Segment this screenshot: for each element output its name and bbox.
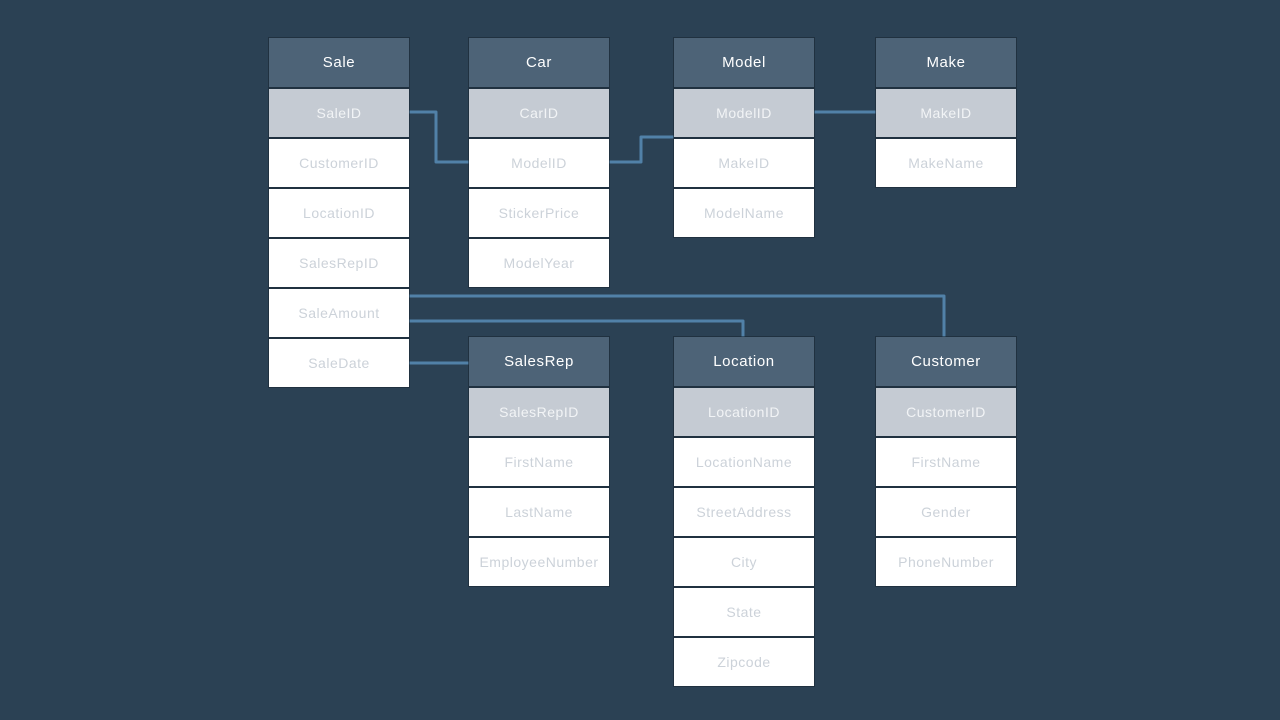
table-location-field-city[interactable]: City [674, 538, 814, 586]
table-sale-field-salesrepid[interactable]: SalesRepID [269, 239, 409, 287]
table-model-field-makeid[interactable]: MakeID [674, 139, 814, 187]
table-make-field-makeid[interactable]: MakeID [876, 89, 1016, 137]
table-customer-field-customerid[interactable]: CustomerID [876, 388, 1016, 436]
table-car-field-modelid[interactable]: ModelID [469, 139, 609, 187]
table-sale-field-customerid[interactable]: CustomerID [269, 139, 409, 187]
table-sale-header[interactable]: Sale [269, 38, 409, 87]
connection-car-modelid-to-model-modelid [609, 135, 674, 164]
table-sale-field-saledate[interactable]: SaleDate [269, 339, 409, 387]
table-salesrep-field-salesrepid[interactable]: SalesRepID [469, 388, 609, 436]
connection-sale-to-customer [409, 294, 946, 341]
table-customer-header[interactable]: Customer [876, 337, 1016, 386]
table-location-field-zipcode[interactable]: Zipcode [674, 638, 814, 686]
table-car-header[interactable]: Car [469, 38, 609, 87]
table-salesrep-field-firstname[interactable]: FirstName [469, 438, 609, 486]
table-car-field-carid[interactable]: CarID [469, 89, 609, 137]
table-customer-field-firstname[interactable]: FirstName [876, 438, 1016, 486]
table-location-field-locationid[interactable]: LocationID [674, 388, 814, 436]
table-salesrep-header[interactable]: SalesRep [469, 337, 609, 386]
table-model-header[interactable]: Model [674, 38, 814, 87]
table-customer-field-phonenumber[interactable]: PhoneNumber [876, 538, 1016, 586]
connection-sale-saleid-to-car-modelid [409, 110, 469, 164]
table-model-field-modelid[interactable]: ModelID [674, 89, 814, 137]
table-sale-field-saleid[interactable]: SaleID [269, 89, 409, 137]
table-location-field-locationname[interactable]: LocationName [674, 438, 814, 486]
table-location-header[interactable]: Location [674, 337, 814, 386]
table-location-field-state[interactable]: State [674, 588, 814, 636]
table-car-field-stickerprice[interactable]: StickerPrice [469, 189, 609, 237]
table-make-header[interactable]: Make [876, 38, 1016, 87]
table-car-field-modelyear[interactable]: ModelYear [469, 239, 609, 287]
table-salesrep-field-lastname[interactable]: LastName [469, 488, 609, 536]
table-model-field-modelname[interactable]: ModelName [674, 189, 814, 237]
table-salesrep-field-employeenumber[interactable]: EmployeeNumber [469, 538, 609, 586]
table-sale-field-locationid[interactable]: LocationID [269, 189, 409, 237]
connection-sale-to-location [409, 319, 745, 341]
table-make-field-makename[interactable]: MakeName [876, 139, 1016, 187]
table-location-field-streetaddress[interactable]: StreetAddress [674, 488, 814, 536]
table-sale-field-saleamount[interactable]: SaleAmount [269, 289, 409, 337]
table-customer-field-gender[interactable]: Gender [876, 488, 1016, 536]
